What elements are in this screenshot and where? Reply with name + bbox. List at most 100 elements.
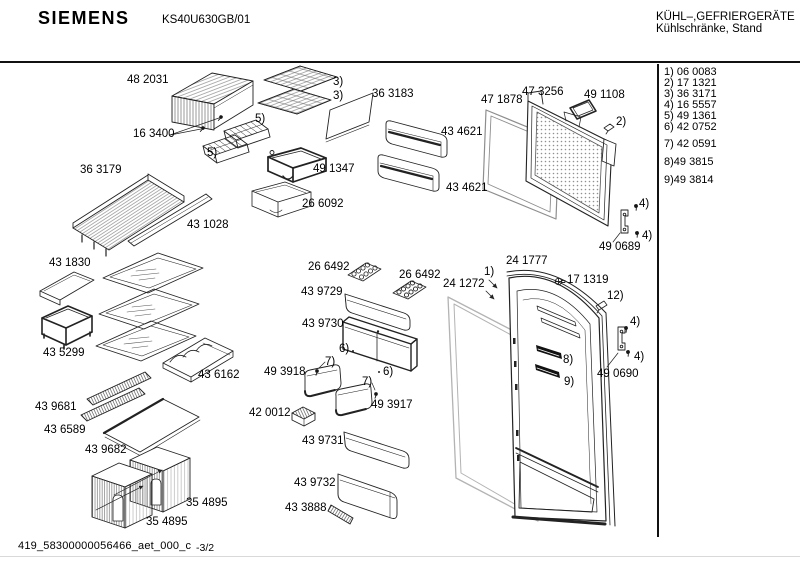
strip-43-3888: [327, 504, 354, 525]
callout-5-b: 5): [207, 147, 218, 159]
hinge-bracket-49-0689: [612, 203, 641, 243]
egg-tray-a: [347, 262, 382, 282]
brand-logo: SIEMENS: [38, 8, 130, 28]
box-43-9730: [342, 316, 418, 372]
legend-divider: [657, 64, 659, 537]
legend-item-8: 8)49 3815: [664, 156, 714, 168]
cover-48-2031: [171, 72, 254, 131]
legend-item-4: 4) 16 5557: [664, 99, 717, 111]
leader-16-3400: [169, 114, 224, 136]
part-label-26-6492-b: 26 6492: [399, 269, 441, 281]
part-label-16-3400: 16 3400: [133, 128, 175, 140]
sheet-number: -3/2: [196, 542, 215, 554]
part-label-17-1319: 17 1319: [567, 274, 609, 286]
part-label-43-9681: 43 9681: [35, 401, 77, 413]
legend-item-3: 3) 36 3171: [664, 88, 717, 100]
part-label-47-3256: 47 3256: [522, 86, 564, 98]
callout-4-c: 4): [630, 316, 641, 328]
part-label-49-1108: 49 1108: [584, 89, 625, 101]
bottom-border: [0, 556, 800, 557]
category-title-line1: KÜHL–,GEFRIERGERÄTE: [656, 11, 795, 23]
part-label-43-9732: 43 9732: [294, 477, 336, 489]
callout-8: 8): [563, 354, 574, 366]
egg-tray-b: [392, 280, 427, 300]
part-label-42-0012: 42 0012: [249, 407, 291, 419]
part-label-36-3183: 36 3183: [372, 88, 414, 100]
legend-item-2: 2) 17 1321: [664, 77, 717, 89]
part-label-49-0689: 49 0689: [599, 241, 641, 253]
ice-tray-1: [223, 119, 271, 149]
door-bin-43-9732: [337, 473, 398, 519]
legend-item-7: 7) 42 0591: [664, 138, 717, 150]
part-label-43-1830: 43 1830: [49, 257, 91, 269]
part-label-43-1028: 43 1028: [187, 219, 229, 231]
shelf-36-3179: [72, 173, 185, 257]
part-label-43-9729: 43 9729: [301, 286, 343, 298]
part-label-26-6492-a: 26 6492: [308, 261, 350, 273]
part-label-24-1777: 24 1777: [506, 255, 548, 267]
strip-43-6589: [80, 387, 146, 422]
handle-49-1108: [569, 99, 597, 120]
part-label-49-0690: 49 0690: [597, 368, 639, 380]
strip-43-9681: [86, 371, 152, 406]
category-title-line2: Kühlschränke, Stand: [656, 23, 763, 35]
callout-6-a: 6): [339, 343, 350, 355]
door-bin-43-9729: [344, 293, 411, 331]
clip-icon-12: [595, 300, 608, 314]
drawer-26-6092: [251, 181, 312, 218]
part-label-43-4621-a: 43 4621: [441, 126, 483, 138]
part-label-35-4895-b: 35 4895: [146, 516, 188, 528]
callout-3-b: 3): [333, 90, 344, 102]
door-bin-43-9731: [343, 431, 410, 469]
part-label-36-3179: 36 3179: [80, 164, 122, 176]
wire-shelf-b: [257, 88, 332, 115]
key-icon-17-1319: [554, 277, 566, 286]
box-43-5299: [41, 305, 93, 350]
crisper-bin-a: [129, 446, 191, 513]
flap-49-3917: [334, 382, 373, 417]
glass-shelf-1: [102, 252, 204, 294]
callout-7-a: 7): [325, 356, 336, 368]
glass-panel-36-3183: [325, 92, 374, 143]
legend-item-5: 5) 49 1361: [664, 110, 717, 122]
glass-shelf-2: [98, 288, 200, 330]
tray-49-1347: [267, 147, 327, 183]
part-label-43-6589: 43 6589: [44, 424, 86, 436]
crisper-arrows: [95, 469, 163, 511]
part-label-43-9730: 43 9730: [302, 318, 344, 330]
part-label-43-3888: 43 3888: [285, 502, 327, 514]
part-label-43-9682: 43 9682: [85, 444, 127, 456]
flap-pins: [315, 350, 380, 399]
bottle-rack-43-6162: [162, 337, 234, 383]
legend-item-6: 6) 42 0752: [664, 121, 717, 133]
part-label-49-3917: 49 3917: [371, 399, 413, 411]
callout-4-b: 4): [642, 230, 653, 242]
callout-12: 12): [607, 290, 624, 302]
callout-3-a: 3): [333, 76, 344, 88]
callout-5-a: 5): [255, 113, 266, 125]
callout-6-b: 6): [383, 366, 394, 378]
part-label-26-6092: 26 6092: [302, 198, 344, 210]
part-label-47-1878: 47 1878: [481, 94, 523, 106]
part-label-35-4895-a: 35 4895: [186, 497, 228, 509]
box-42-0012: [291, 406, 316, 427]
legend-item-9: 9)49 3814: [664, 174, 714, 186]
callout-4-d: 4): [634, 351, 645, 363]
strip-43-1028: [127, 193, 213, 247]
flap-49-3918: [304, 364, 342, 398]
callout-7-b: 7): [362, 376, 373, 388]
clip-icon-2: [603, 123, 615, 135]
crisper-bin-b: [91, 462, 153, 529]
part-label-49-3918: 49 3918: [264, 366, 306, 378]
door-bin-43-4621-a: [385, 120, 448, 158]
callout-1-arrows: [485, 279, 498, 300]
fridge-door-24-1777: [506, 269, 616, 527]
callout-9: 9): [564, 376, 575, 388]
door-bin-43-4621-b: [376, 153, 441, 193]
freezer-door-47-3256: [525, 90, 617, 227]
model-number: KS40U630GB/01: [162, 14, 251, 26]
header-divider: [0, 61, 800, 63]
part-label-43-9731: 43 9731: [302, 435, 344, 447]
hinge-bracket-49-0690: [606, 325, 632, 368]
